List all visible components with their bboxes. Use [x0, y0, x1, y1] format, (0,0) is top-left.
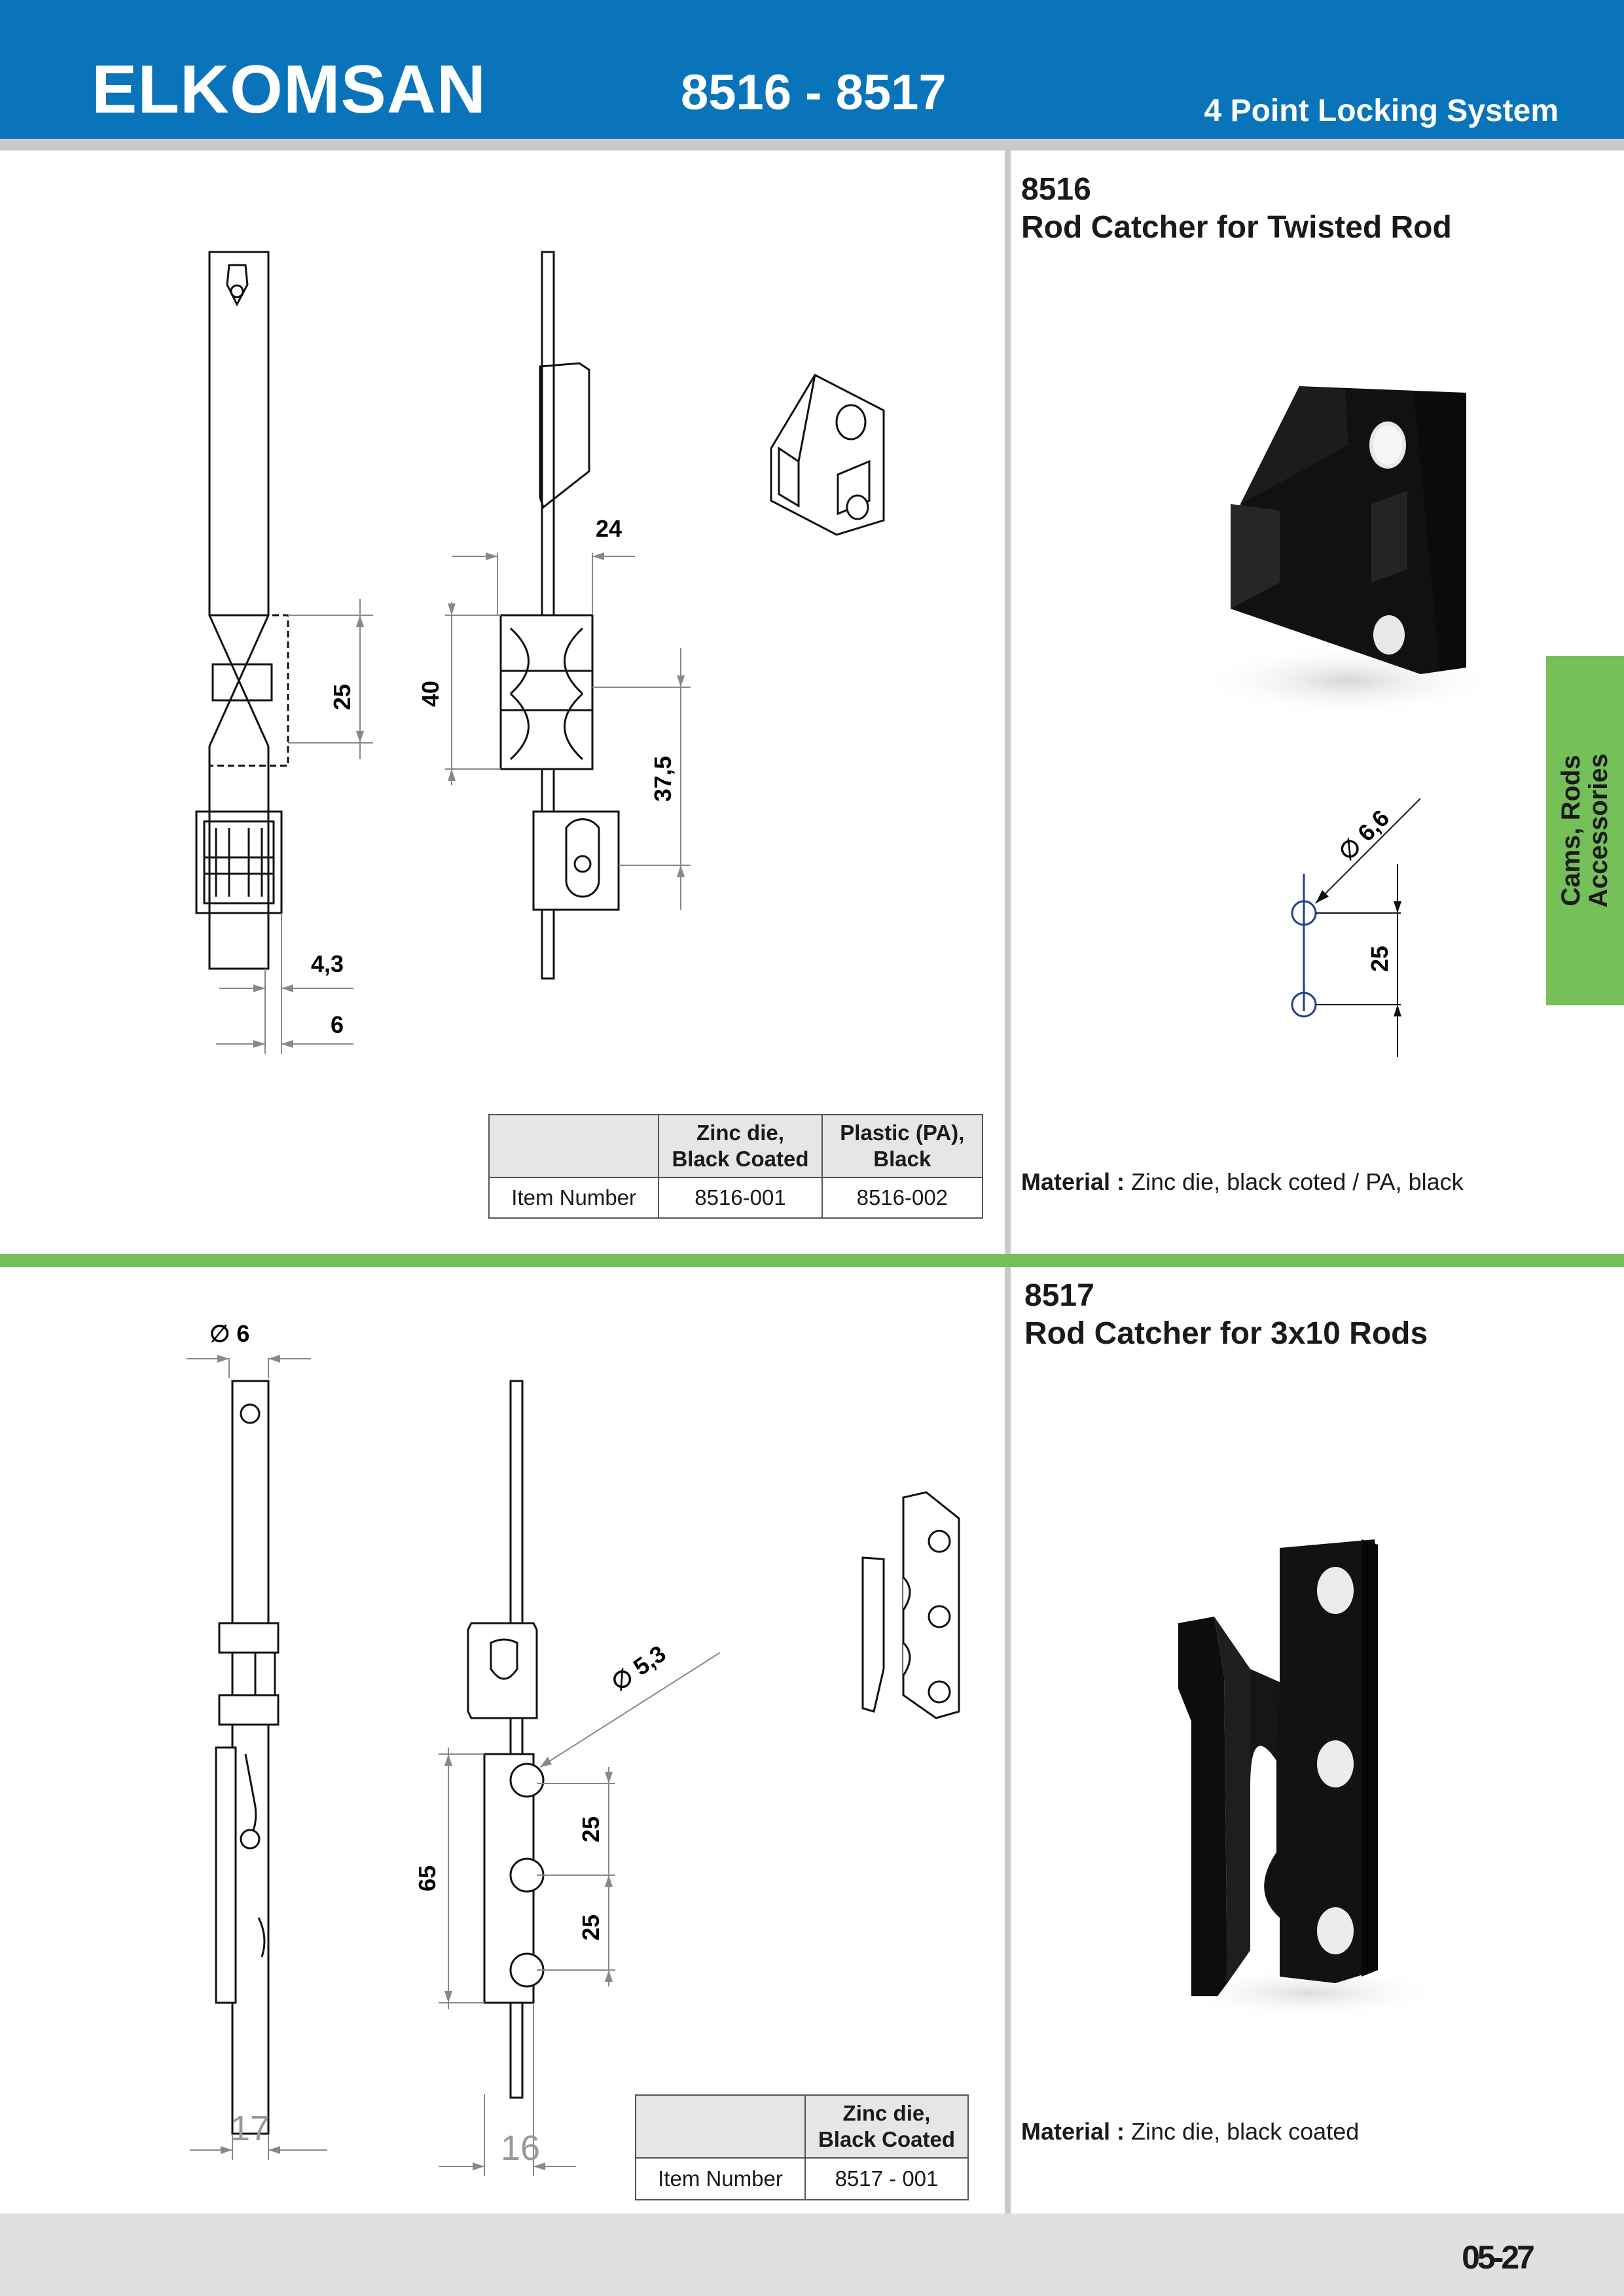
spec-table-8516-corner: [488, 1114, 660, 1178]
photo-8517-rod-catcher: [1172, 1539, 1447, 2019]
product-8516-code: 8516: [1021, 172, 1091, 207]
spec-table-8517-row-label: Item Number: [635, 2157, 806, 2200]
product-codes: 8516 - 8517: [681, 65, 947, 120]
spec-table-8517-corner: [635, 2094, 806, 2159]
dim-8517-25-a: 25: [577, 1816, 604, 1842]
col1-line2: Black Coated: [672, 1147, 809, 1171]
material-value-8516: Zinc die, black coted / PA, black: [1125, 1168, 1464, 1195]
col1-line1: Zinc die,: [696, 1121, 784, 1145]
dim-8516-24: 24: [596, 515, 622, 542]
photo-8516-rod-catcher: [1198, 386, 1499, 717]
material-label-8516: Material :: [1021, 1168, 1125, 1195]
drawing-8517-isometric: [861, 1491, 960, 1719]
product-8517-code: 8517: [1024, 1278, 1094, 1313]
header-rule: [0, 139, 1624, 151]
material-value-8517: Zinc die, black coated: [1125, 2118, 1360, 2145]
item-number-8516-001: 8516-001: [658, 1177, 823, 1219]
spec-table-8517: Zinc die, Black Coated Item Number 8517 …: [635, 2094, 969, 2200]
dim-8517-16: 16: [501, 2128, 540, 2168]
drawing-8516-isometric: [770, 374, 885, 536]
drawing-8517-technical: ∅ 6 17: [187, 1320, 721, 2176]
spec-table-8517-col1: Zinc die, Black Coated: [804, 2094, 969, 2159]
dim-8516-twist-25: 25: [329, 684, 355, 710]
item-number-8517-001: 8517 - 001: [804, 2157, 969, 2200]
dim-8516-6: 6: [331, 1011, 344, 1038]
category-tab-label: Cams, Rods Accessories: [1557, 753, 1613, 908]
product-8517-name: Rod Catcher for 3x10 Rods: [1024, 1316, 1428, 1351]
spec-table-8516-col2: Plastic (PA), Black: [821, 1114, 984, 1178]
category-tab-line2: Accessories: [1584, 753, 1613, 908]
catalog-section-title: 4 Point Locking System: [1204, 94, 1559, 128]
dim-8516-37-5: 37,5: [649, 756, 676, 802]
section-divider: [0, 1254, 1624, 1267]
spec-table-8516: Zinc die, Black Coated Plastic (PA), Bla…: [488, 1114, 984, 1219]
dim-8516-hole-dia: ∅ 6,6: [1333, 804, 1395, 866]
category-tab-line1: Cams, Rods: [1557, 755, 1585, 906]
dim-8517-25-b: 25: [577, 1914, 604, 1941]
dim-8517-rod-dia: ∅ 6: [209, 1320, 249, 1347]
dim-8516-hole-25: 25: [1366, 946, 1393, 972]
product-8516-name: Rod Catcher for Twisted Rod: [1021, 210, 1452, 245]
vertical-divider: [1005, 151, 1011, 2214]
col2-line2: Black: [873, 1147, 931, 1171]
spec-table-8516-row-label: Item Number: [488, 1177, 660, 1219]
brand-name: ELKOMSAN: [92, 52, 487, 128]
material-label-8517: Material :: [1021, 2118, 1125, 2145]
dim-8516-4-3: 4,3: [311, 950, 344, 977]
col1-line2: Black Coated: [818, 2127, 956, 2151]
spec-table-8516-col1: Zinc die, Black Coated: [658, 1114, 823, 1178]
page-number: 05-27: [1462, 2239, 1535, 2276]
material-8517: Material : Zinc die, black coated: [1021, 2118, 1359, 2145]
col1-line1: Zinc die,: [842, 2101, 931, 2126]
dim-8517-hole-dia: ∅ 5,3: [606, 1640, 670, 1696]
category-tab[interactable]: Cams, Rods Accessories: [1546, 656, 1624, 1005]
dim-8516-40: 40: [417, 681, 444, 707]
material-8516: Material : Zinc die, black coted / PA, b…: [1021, 1168, 1464, 1196]
page-footer: 05-27: [0, 2214, 1624, 2296]
dim-8517-17: 17: [230, 2109, 270, 2148]
drawing-8516-technical: 25 4,3 6 24 40 37,5: [195, 251, 691, 1054]
item-number-8516-002: 8516-002: [821, 1177, 984, 1219]
drawing-8516-hole-spacing: ∅ 6,6 25: [1291, 798, 1421, 1057]
dim-8517-65: 65: [414, 1865, 441, 1892]
page-header: ELKOMSAN 8516 - 8517 4 Point Locking Sys…: [0, 0, 1624, 139]
col2-line1: Plastic (PA),: [840, 1121, 965, 1145]
